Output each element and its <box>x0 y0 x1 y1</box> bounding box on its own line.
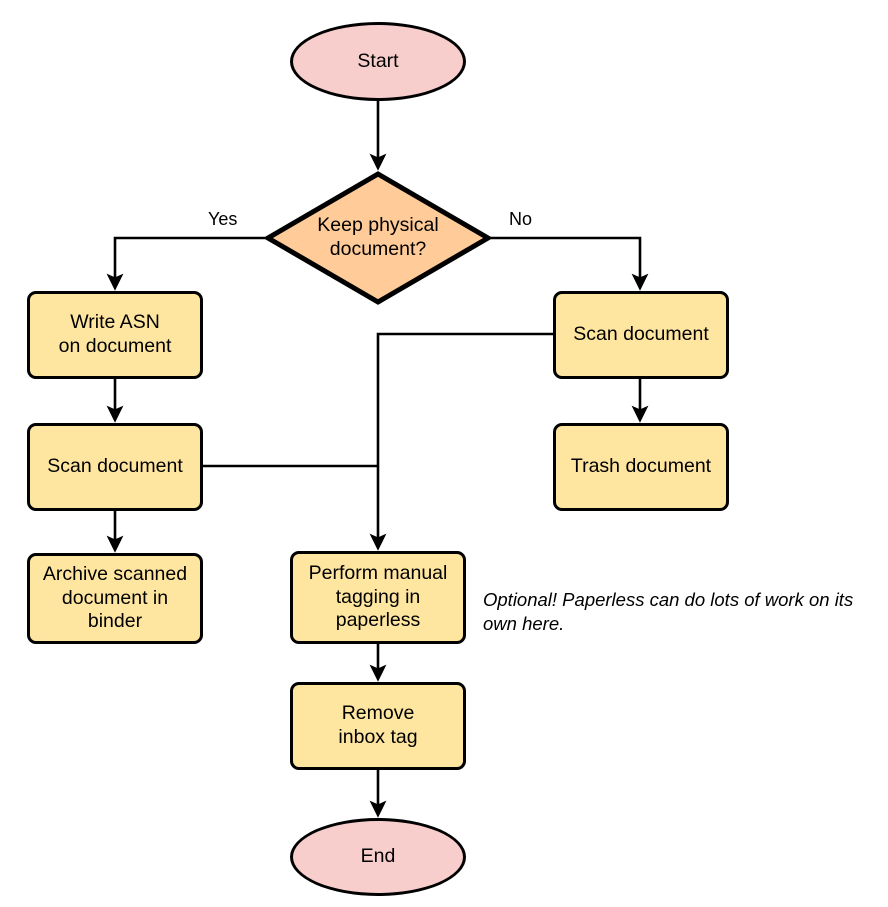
node-scan-document-right[interactable]: Scan document <box>553 291 729 379</box>
edge-decision-yes-to-write-asn <box>106 236 265 291</box>
node-start[interactable]: Start <box>290 22 466 101</box>
node-start-label: Start <box>357 49 399 72</box>
node-perform-manual-tagging-label: Perform manual tagging in paperless <box>308 561 448 632</box>
node-scan-document-left[interactable]: Scan document <box>27 423 203 511</box>
node-scan-document-left-label: Scan document <box>47 455 183 478</box>
edge-label-yes: Yes <box>208 209 238 229</box>
node-end[interactable]: End <box>290 818 466 896</box>
node-decision-label: Keep physical document? <box>317 214 439 260</box>
diamond-shape <box>265 171 491 305</box>
edge-scan-right-to-manual-tagging <box>369 332 553 551</box>
node-archive-scanned-document-label: Archive scanned document in binder <box>42 562 188 633</box>
edge-label-no: No <box>509 209 533 229</box>
node-trash-document-label: Trash document <box>570 455 712 478</box>
edge-decision-no-to-scan-right <box>491 236 649 291</box>
node-write-asn-on-document[interactable]: Write ASN on document <box>27 291 203 379</box>
node-remove-inbox-tag[interactable]: Remove inbox tag <box>290 682 466 770</box>
node-remove-inbox-tag-label: Remove inbox tag <box>338 702 418 748</box>
annotation-optional-note: Optional! Paperless can do lots of work … <box>483 589 854 635</box>
node-scan-document-right-label: Scan document <box>573 323 709 346</box>
node-trash-document[interactable]: Trash document <box>553 423 729 511</box>
node-decision-keep-physical-document[interactable]: Keep physical document? <box>265 171 491 305</box>
node-archive-scanned-document[interactable]: Archive scanned document in binder <box>27 553 203 644</box>
node-end-label: End <box>360 845 396 868</box>
node-write-asn-label: Write ASN on document <box>58 311 172 357</box>
node-perform-manual-tagging[interactable]: Perform manual tagging in paperless <box>290 551 466 644</box>
